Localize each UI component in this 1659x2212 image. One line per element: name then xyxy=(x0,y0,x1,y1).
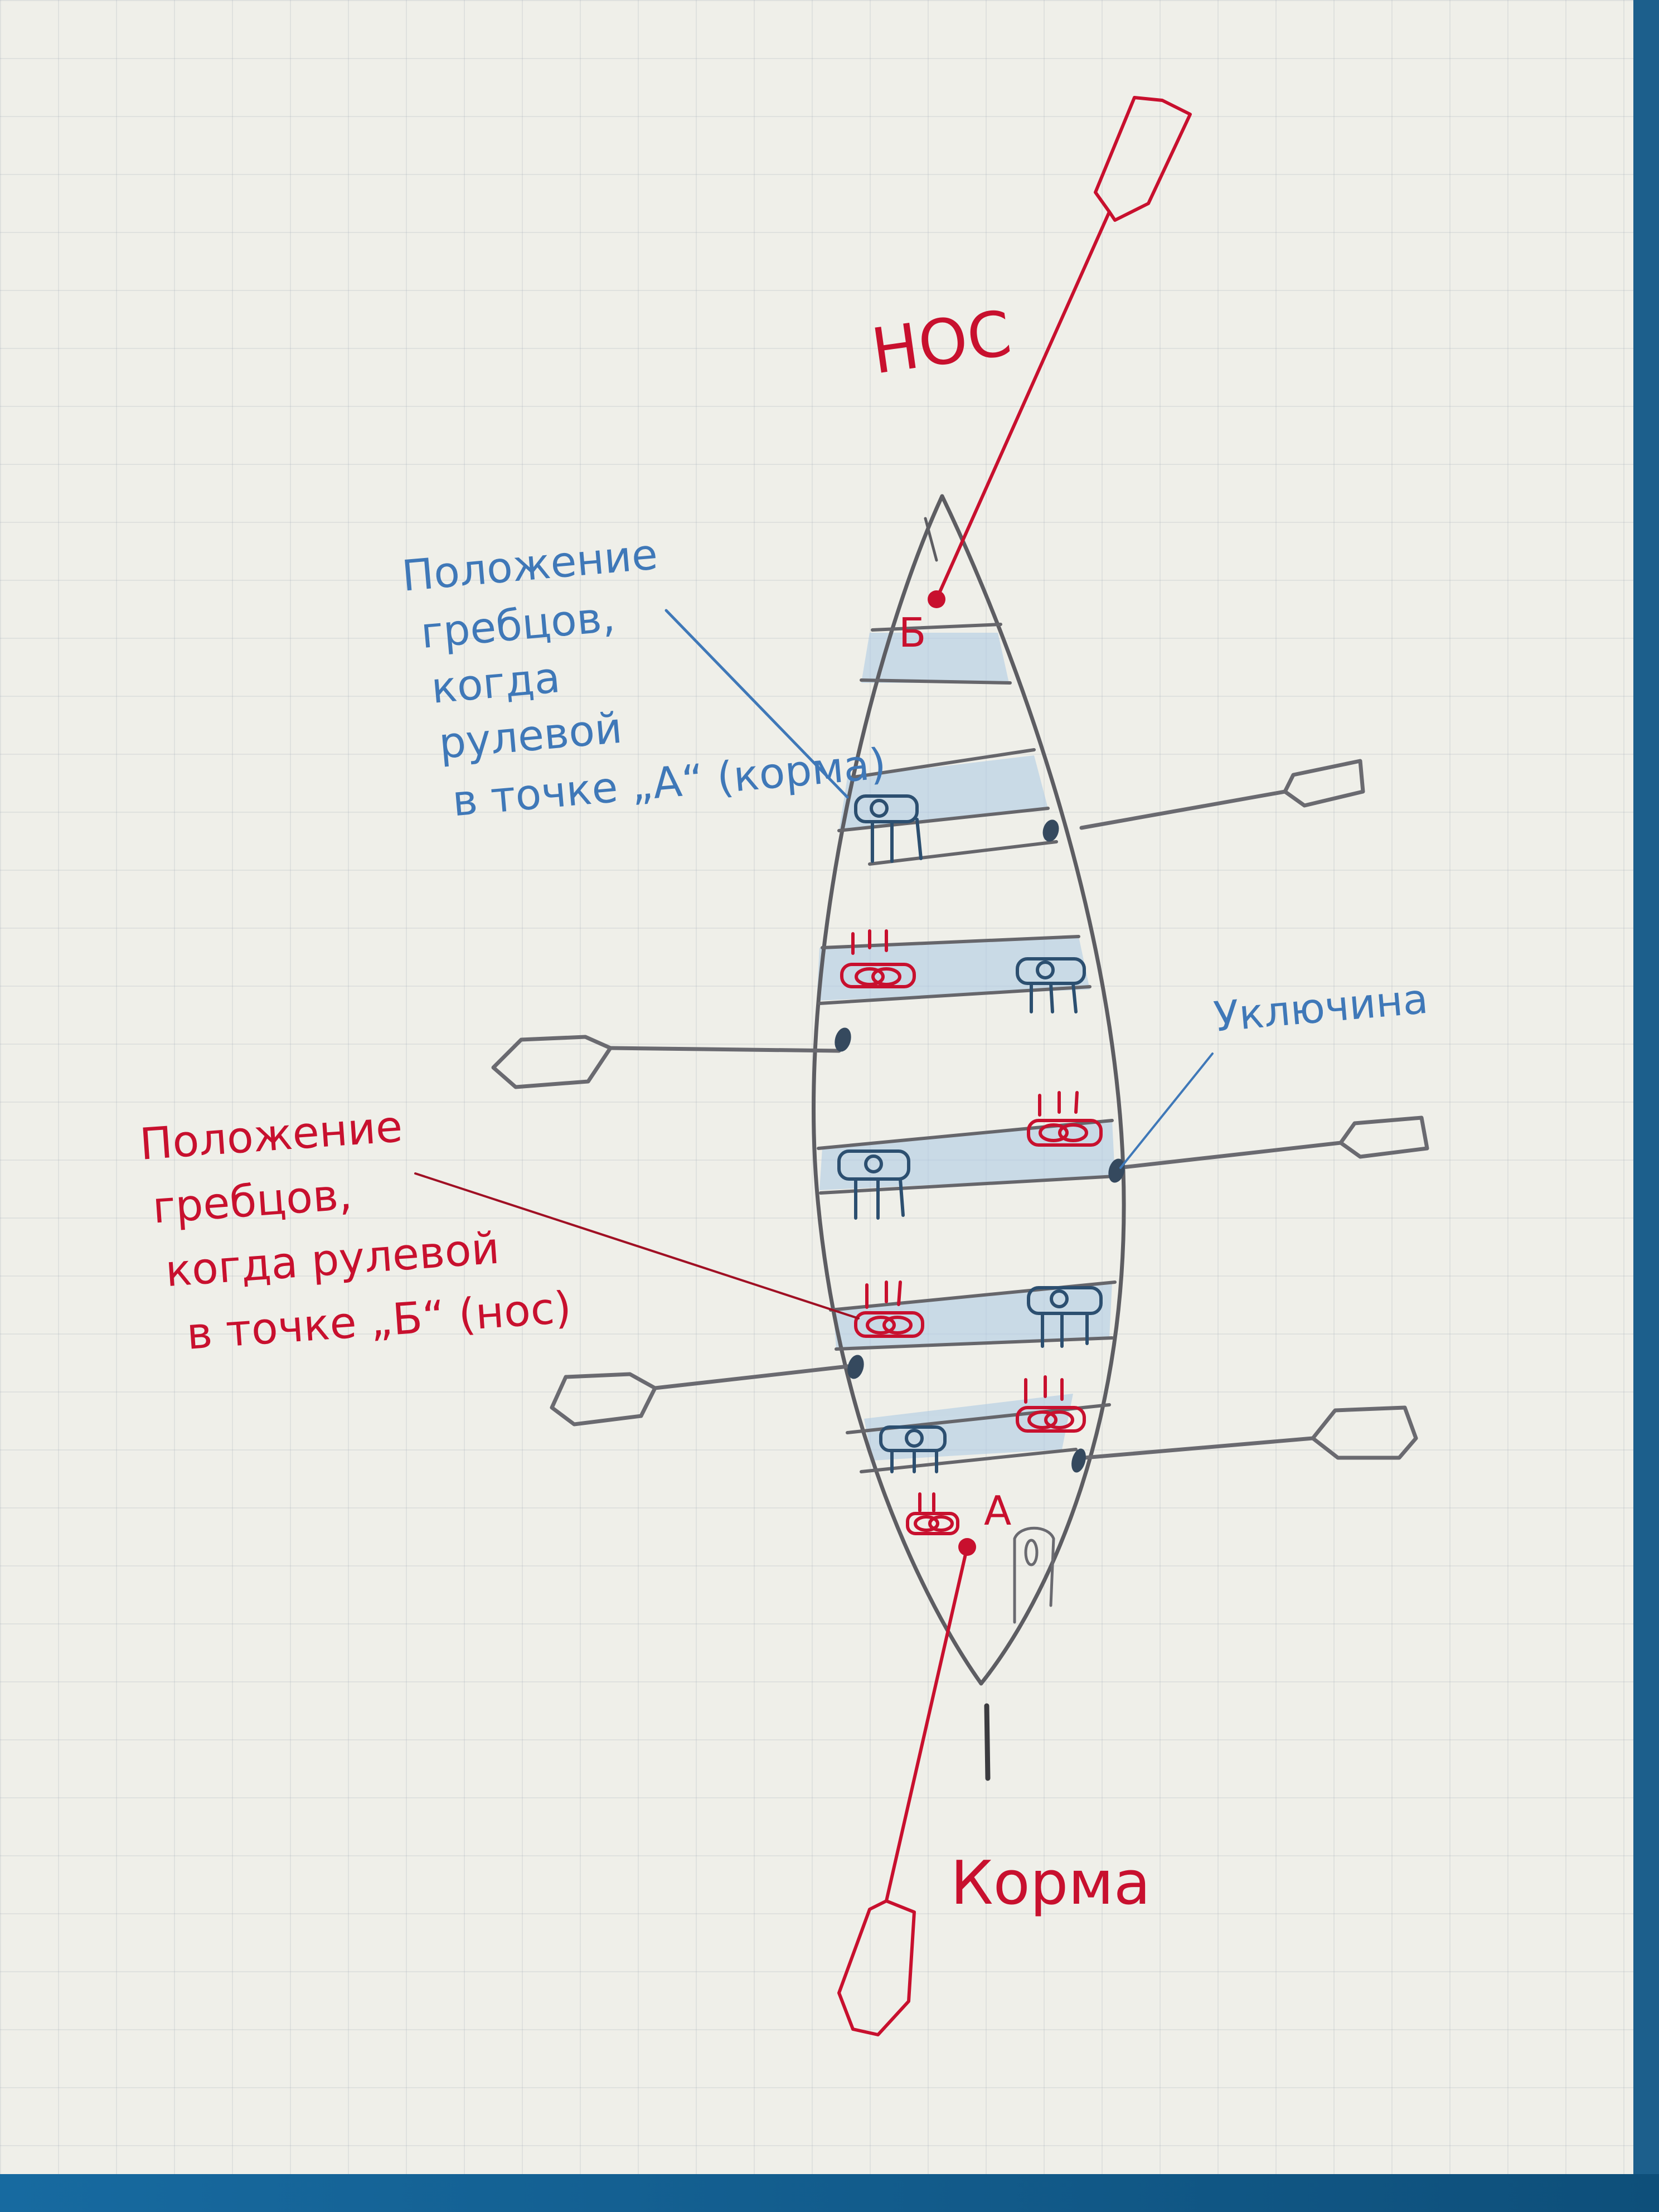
rower-red xyxy=(840,929,916,988)
point-b-label: Б xyxy=(899,609,926,656)
rudder-post xyxy=(984,1703,991,1781)
oar-left-upper xyxy=(491,1035,841,1089)
red-note-line: когда рулевой xyxy=(164,1224,501,1297)
oar-upper-right xyxy=(1079,759,1365,830)
oar-left-lower xyxy=(550,1364,855,1427)
leader-line-oarlock xyxy=(1119,1052,1214,1169)
point-b-marker xyxy=(928,590,945,608)
paper-sheet xyxy=(0,0,1633,2174)
rower-blue xyxy=(837,1149,910,1220)
oar-right-lower xyxy=(1082,1405,1418,1460)
point-a-marker xyxy=(958,1538,976,1556)
red-note-line: гребцов, xyxy=(151,1170,354,1234)
oarlock-label: Уключина xyxy=(1212,975,1430,1041)
boat-thwarts xyxy=(817,623,1117,1473)
red-note: Положение гребцов, когда рулевой в точке… xyxy=(138,1102,573,1360)
leader-line-red-note xyxy=(414,1172,860,1320)
bow-label: НОС xyxy=(867,297,1016,389)
table-surface xyxy=(0,2174,1659,2212)
blue-note: Положение гребцов, когда рулевой в точке… xyxy=(400,529,888,826)
point-a-label: А xyxy=(984,1487,1011,1534)
rower-red xyxy=(854,1280,924,1338)
leader-line-blue-note xyxy=(664,609,849,799)
blue-note-line: гребцов, xyxy=(419,591,617,658)
oarlock-marks xyxy=(835,819,1125,1473)
red-note-line: Положение xyxy=(138,1102,404,1170)
rower-red xyxy=(906,1492,959,1535)
oar-right-middle xyxy=(1115,1115,1429,1170)
rower-blue xyxy=(1027,1286,1103,1348)
steering-oar-bow xyxy=(935,96,1192,601)
blue-note-line: Положение xyxy=(400,529,659,601)
stern-label: Корма xyxy=(950,1849,1151,1918)
rower-blue xyxy=(879,1425,947,1473)
rower-blue xyxy=(1016,957,1086,1013)
steering-oar-stern xyxy=(837,1545,969,2036)
stern-seat xyxy=(1013,1526,1055,1624)
rower-red xyxy=(1027,1091,1103,1147)
blue-note-line: рулевой xyxy=(437,703,624,768)
rower-blue xyxy=(854,794,923,863)
red-note-line: в точке „Б“ (нос) xyxy=(185,1283,573,1360)
blue-note-line: когда xyxy=(429,652,562,713)
rower-red xyxy=(1016,1375,1086,1433)
